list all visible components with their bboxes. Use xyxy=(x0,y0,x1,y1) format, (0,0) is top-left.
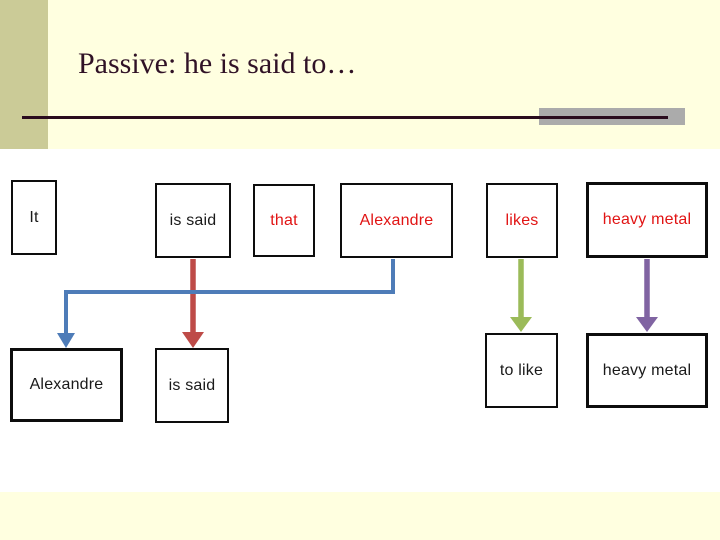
word-box-top-heavy-metal: heavy metal xyxy=(586,182,708,258)
olive-side-band xyxy=(0,0,48,149)
word-box-bottom-heavy-metal: heavy metal xyxy=(586,333,708,408)
word-box-bottom-is-said: is said xyxy=(155,348,229,423)
word-box-bottom-to-like: to like xyxy=(485,333,558,408)
word-box-top-is-said: is said xyxy=(155,183,231,258)
word-box-top-that: that xyxy=(253,184,315,257)
title-underline xyxy=(22,116,668,119)
slide-title: Passive: he is said to… xyxy=(78,47,357,80)
word-box-bottom-alexandre: Alexandre xyxy=(10,348,123,422)
word-box-top-it: It xyxy=(11,180,57,255)
word-box-top-alexandre: Alexandre xyxy=(340,183,453,258)
word-box-top-likes: likes xyxy=(486,183,558,258)
